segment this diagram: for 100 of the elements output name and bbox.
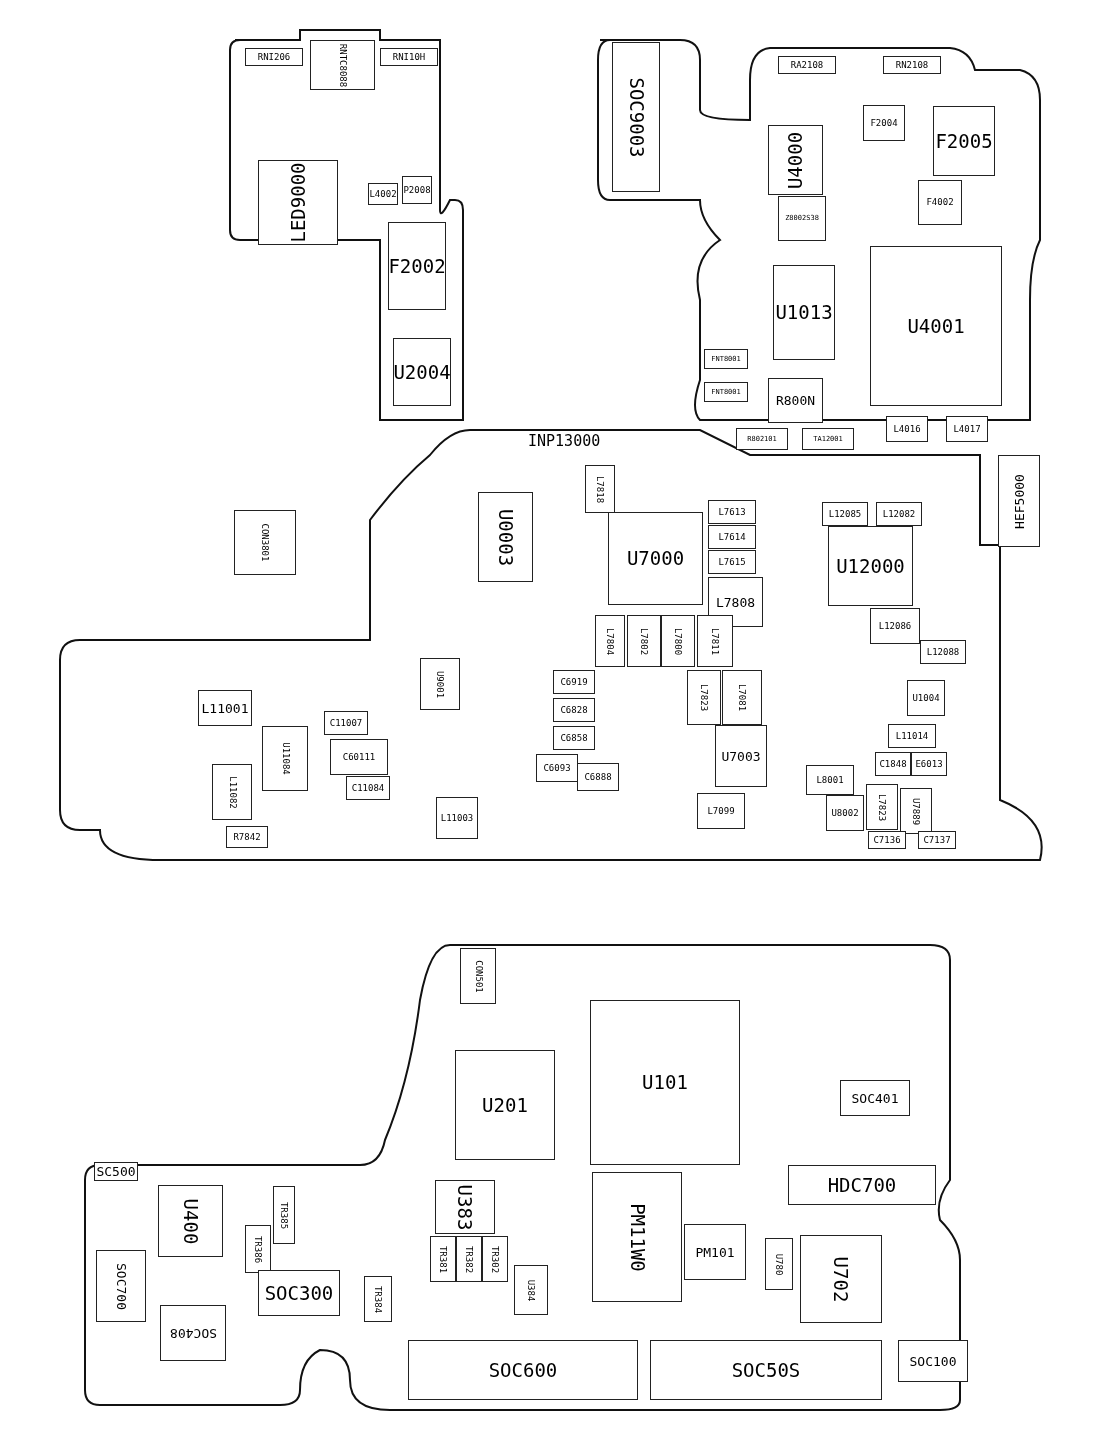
component-designator: HDC700 <box>827 1175 897 1195</box>
component-outline <box>324 711 368 735</box>
component-designator: E6013 <box>915 759 943 769</box>
component-designator: L4002 <box>369 189 397 199</box>
component-outline <box>773 265 835 360</box>
component-designator: U12000 <box>836 556 905 576</box>
component-outline <box>650 1340 882 1400</box>
component-designator: PM11W0 <box>627 1202 647 1272</box>
component-designator: U8002 <box>831 808 859 818</box>
component-outline <box>482 1236 508 1282</box>
component-outline <box>778 196 826 241</box>
component-designator: L4016 <box>893 424 921 434</box>
component-designator: C7136 <box>873 835 901 845</box>
component-outline <box>262 726 308 791</box>
component-outline <box>553 726 595 750</box>
component-designator: U2004 <box>393 362 451 382</box>
component-designator: L8001 <box>816 775 844 785</box>
component-outline <box>911 752 947 776</box>
component-outline <box>768 378 823 423</box>
component-designator: F4002 <box>926 198 954 207</box>
component-outline <box>460 948 496 1004</box>
component-designator: SOC401 <box>851 1091 899 1105</box>
component-designator: L7614 <box>718 532 746 542</box>
component-outline <box>722 670 762 725</box>
component-designator: SOC100 <box>909 1354 957 1368</box>
component-designator: TR384 <box>373 1285 383 1313</box>
component-designator: U0003 <box>496 508 515 566</box>
component-designator: U383 <box>455 1184 475 1230</box>
component-designator: L12088 <box>926 647 960 657</box>
component-outline <box>888 724 936 748</box>
component-designator: L7811 <box>710 627 720 655</box>
component-designator: SOC600 <box>488 1360 558 1380</box>
component-outline <box>612 42 660 192</box>
component-designator: U101 <box>642 1073 688 1092</box>
component-designator: U11084 <box>280 742 290 775</box>
component-designator: SOC700 <box>114 1262 128 1310</box>
component-outline <box>684 1224 746 1280</box>
component-outline <box>595 615 625 667</box>
component-outline <box>840 1080 910 1116</box>
component-outline <box>898 1340 968 1382</box>
component-outline <box>258 1270 340 1316</box>
component-designator: RNI10H <box>392 52 426 62</box>
component-designator: RNI206 <box>257 52 291 62</box>
component-outline <box>160 1305 226 1361</box>
component-designator: L11014 <box>895 731 929 741</box>
component-outline <box>863 105 905 141</box>
component-designator: L7800 <box>673 627 683 655</box>
component-outline <box>436 797 478 839</box>
component-outline <box>408 1340 638 1400</box>
component-outline <box>946 416 988 442</box>
component-designator: U7889 <box>911 797 921 825</box>
component-outline <box>907 680 945 716</box>
component-outline <box>455 1050 555 1160</box>
component-designator: SOC408 <box>169 1326 217 1340</box>
component-outline <box>258 160 338 245</box>
component-outline <box>585 465 615 513</box>
component-designator: C6919 <box>560 677 588 687</box>
component-designator: L7804 <box>605 627 615 655</box>
component-designator: C7137 <box>923 835 951 845</box>
component-designator: P2008 <box>403 185 431 195</box>
component-outline <box>364 1276 392 1322</box>
component-designator: U4001 <box>907 316 965 336</box>
component-designator: C1848 <box>879 759 907 769</box>
board-label: INP13000 <box>528 434 601 449</box>
component-outline <box>778 56 836 74</box>
component-designator: L4017 <box>953 424 981 434</box>
component-outline <box>866 784 898 830</box>
component-outline <box>212 764 252 820</box>
component-designator: L7613 <box>718 507 746 517</box>
component-outline <box>226 826 268 848</box>
component-designator: C6093 <box>543 763 571 773</box>
component-outline <box>918 180 962 225</box>
component-outline <box>708 525 756 549</box>
component-designator: RNTC8088 <box>338 43 347 87</box>
component-outline <box>704 349 748 369</box>
component-designator: CON501 <box>473 959 483 993</box>
component-designator: RN2108 <box>895 60 929 70</box>
component-outline <box>577 763 619 791</box>
component-outline <box>933 106 995 176</box>
component-outline <box>402 176 432 204</box>
component-outline <box>708 500 756 524</box>
component-designator: C6828 <box>560 705 588 715</box>
component-designator: U7003 <box>721 749 761 763</box>
component-designator: L12082 <box>882 509 916 519</box>
component-designator: C11084 <box>351 783 385 793</box>
component-outline <box>661 615 695 667</box>
component-outline <box>478 492 533 582</box>
component-designator: U9001 <box>435 670 445 698</box>
component-outline <box>765 1238 793 1290</box>
component-outline <box>875 752 911 776</box>
component-outline <box>627 615 661 667</box>
component-outline <box>768 125 823 195</box>
component-designator: U400 <box>181 1198 200 1244</box>
component-outline <box>868 831 906 849</box>
component-designator: L7615 <box>718 557 746 567</box>
component-designator: TR386 <box>253 1235 263 1263</box>
component-outline <box>536 754 578 782</box>
component-designator: L7808 <box>715 595 756 609</box>
component-outline <box>420 658 460 710</box>
component-outline <box>883 56 941 74</box>
